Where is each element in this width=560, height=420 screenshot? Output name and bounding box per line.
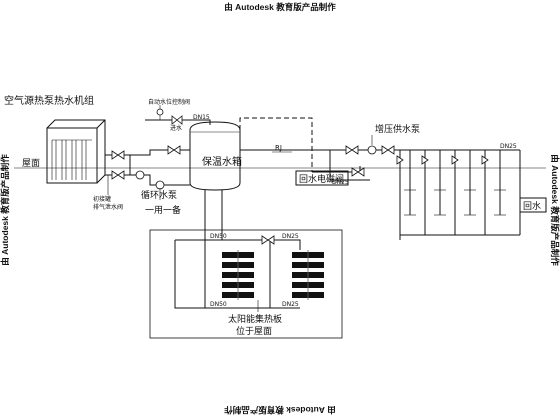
dn25-top-label: DN25 bbox=[282, 233, 299, 240]
watermark-left: 由 Autodesk 教育版产品制作 bbox=[0, 154, 10, 266]
heat-pump-label: 空气源热泵热水机组 bbox=[4, 94, 94, 107]
rj-label: RJ bbox=[275, 144, 282, 152]
solar-field-boundary bbox=[149, 229, 343, 339]
return-right-label: 回水 bbox=[523, 200, 541, 212]
solar-label-1: 太阳能集热板 bbox=[228, 313, 282, 325]
insulated-tank bbox=[189, 121, 241, 191]
hot-pipe-lower bbox=[105, 174, 190, 186]
return-right-box bbox=[519, 197, 547, 213]
solar-panel-group-left bbox=[222, 250, 254, 300]
heat-pump-unit bbox=[46, 119, 106, 184]
supply-pipe bbox=[240, 149, 370, 181]
auto-valve-icon bbox=[156, 108, 164, 116]
inlet-pipe bbox=[145, 119, 211, 125]
drain-note-2: 排气泄水阀 bbox=[93, 203, 123, 211]
watermark-bottom: 由 Autodesk 教育版产品制作 bbox=[224, 405, 336, 415]
circulation-pump-label-2: 一用一备 bbox=[145, 204, 181, 216]
return-solenoid-box bbox=[295, 170, 349, 186]
dn50-top-label: DN50 bbox=[210, 233, 227, 240]
booster-pump-icon bbox=[367, 145, 377, 155]
solar-top-header bbox=[175, 239, 301, 250]
inlet-valve-icon bbox=[171, 115, 178, 125]
watermark-top: 由 Autodesk 教育版产品制作 bbox=[224, 2, 336, 12]
dn25-supply-label: DN25 bbox=[332, 179, 349, 186]
dn50-bottom-label: DN50 bbox=[210, 301, 227, 308]
vent-loop bbox=[239, 117, 313, 172]
drain-note-1: 初接罐 bbox=[93, 195, 111, 203]
solar-bottom-header bbox=[174, 240, 300, 309]
circulation-pump-label-1: 循环水泵 bbox=[141, 189, 177, 201]
return-solenoid-icon bbox=[357, 167, 365, 177]
watermark-right: 由 Autodesk 教育版产品制作 bbox=[550, 154, 560, 266]
dn25-bottom-label: DN25 bbox=[282, 301, 299, 308]
roof-label: 屋面 bbox=[22, 158, 40, 169]
return-solenoid-label: 回水电磁阀 bbox=[299, 173, 344, 185]
valve-cluster-left bbox=[111, 145, 181, 190]
dn15-label: DN15 bbox=[193, 114, 210, 121]
auto-valve-label: 自动水位控制阀 bbox=[148, 98, 190, 106]
dn25-right-label: DN25 bbox=[500, 143, 517, 150]
solar-panel-group-right bbox=[292, 250, 324, 300]
tank-label: 保温水箱 bbox=[202, 155, 242, 168]
solar-label-2: 位于屋面 bbox=[236, 325, 272, 337]
inlet-label: 进水 bbox=[170, 124, 182, 132]
distribution-risers bbox=[396, 149, 521, 240]
booster-pump-label: 增压供水泵 bbox=[375, 123, 420, 135]
